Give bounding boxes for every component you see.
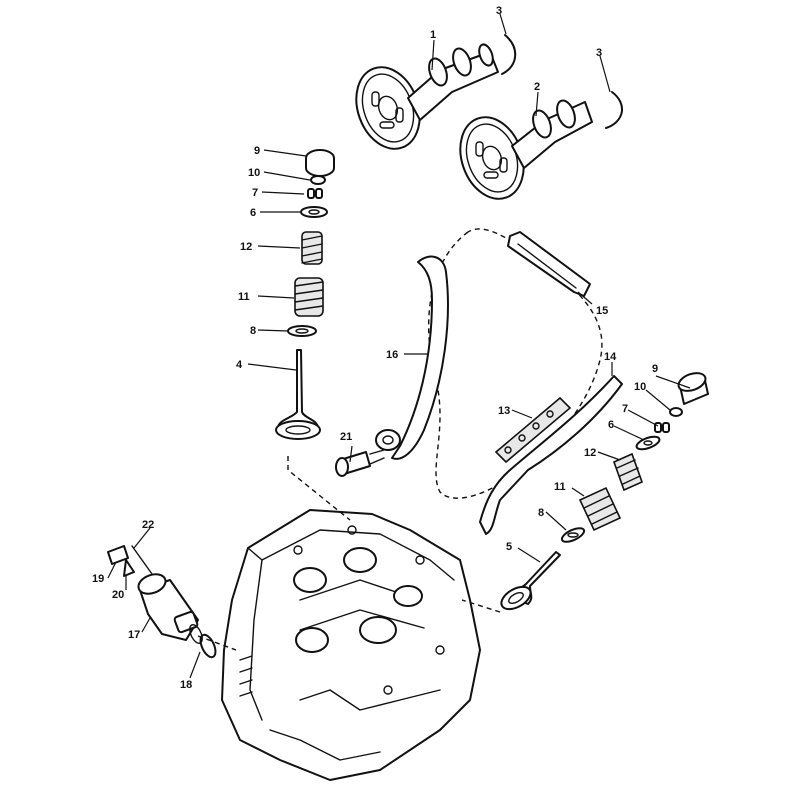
guide-rollers	[494, 396, 572, 464]
right-valve-assembly	[500, 372, 709, 611]
upper-chain-guide	[507, 231, 591, 297]
callout-14: 14	[604, 351, 617, 363]
leader-lines	[107, 13, 691, 679]
alignment-line-right	[461, 599, 501, 613]
callout-22: 22	[142, 519, 154, 531]
clip-3-upper	[501, 34, 517, 75]
callout-5: 5	[506, 541, 512, 553]
chain-tensioner-guide	[391, 255, 449, 460]
callout-12-right: 12	[584, 447, 596, 459]
chain-guide-right	[479, 375, 623, 535]
callout-3-upper: 3	[496, 5, 502, 17]
callout-18: 18	[180, 679, 192, 691]
callout-3-lower: 3	[596, 47, 602, 59]
left-valve-assembly	[275, 149, 335, 440]
callout-19: 19	[92, 573, 104, 585]
callout-8-right: 8	[538, 507, 544, 519]
callout-6-left: 6	[250, 207, 256, 219]
callout-7-right: 7	[622, 403, 628, 415]
callout-12-left: 12	[240, 241, 252, 253]
callout-4: 4	[236, 359, 243, 371]
callout-9-right: 9	[652, 363, 658, 375]
callout-16: 16	[386, 349, 398, 361]
alignment-line-left	[287, 456, 351, 521]
callout-11-left: 11	[238, 291, 250, 303]
callout-10-left: 10	[248, 167, 260, 179]
callout-11-right: 11	[554, 481, 566, 493]
callout-20: 20	[112, 589, 124, 601]
callout-21: 21	[340, 431, 352, 443]
callout-6-right: 6	[608, 419, 614, 431]
cam-chain	[427, 228, 603, 499]
alignment-line-tensioner	[197, 635, 237, 651]
camshaft-1	[355, 43, 499, 150]
callout-labels: 1 2 3 3 4 5 6 6 7 7 8 8 9 9 10 10 11 11 …	[92, 5, 658, 691]
camshaft-2	[459, 99, 593, 200]
cylinder-head	[221, 509, 481, 781]
guide-bolt	[335, 449, 385, 477]
callout-15: 15	[596, 305, 608, 317]
guide-pivot	[375, 429, 401, 451]
callout-7-left: 7	[252, 187, 258, 199]
callout-17: 17	[128, 629, 140, 641]
tensioner-cap-bolts	[107, 545, 153, 577]
callout-2: 2	[534, 81, 540, 93]
callout-8-left: 8	[250, 325, 256, 337]
clip-3-lower	[605, 91, 623, 129]
callout-1: 1	[430, 29, 436, 41]
callout-13: 13	[498, 405, 510, 417]
callout-9-left: 9	[254, 145, 260, 157]
callout-10-right: 10	[634, 381, 646, 393]
cam-chain-tensioner	[137, 573, 199, 641]
tensioner-gasket	[189, 623, 217, 659]
